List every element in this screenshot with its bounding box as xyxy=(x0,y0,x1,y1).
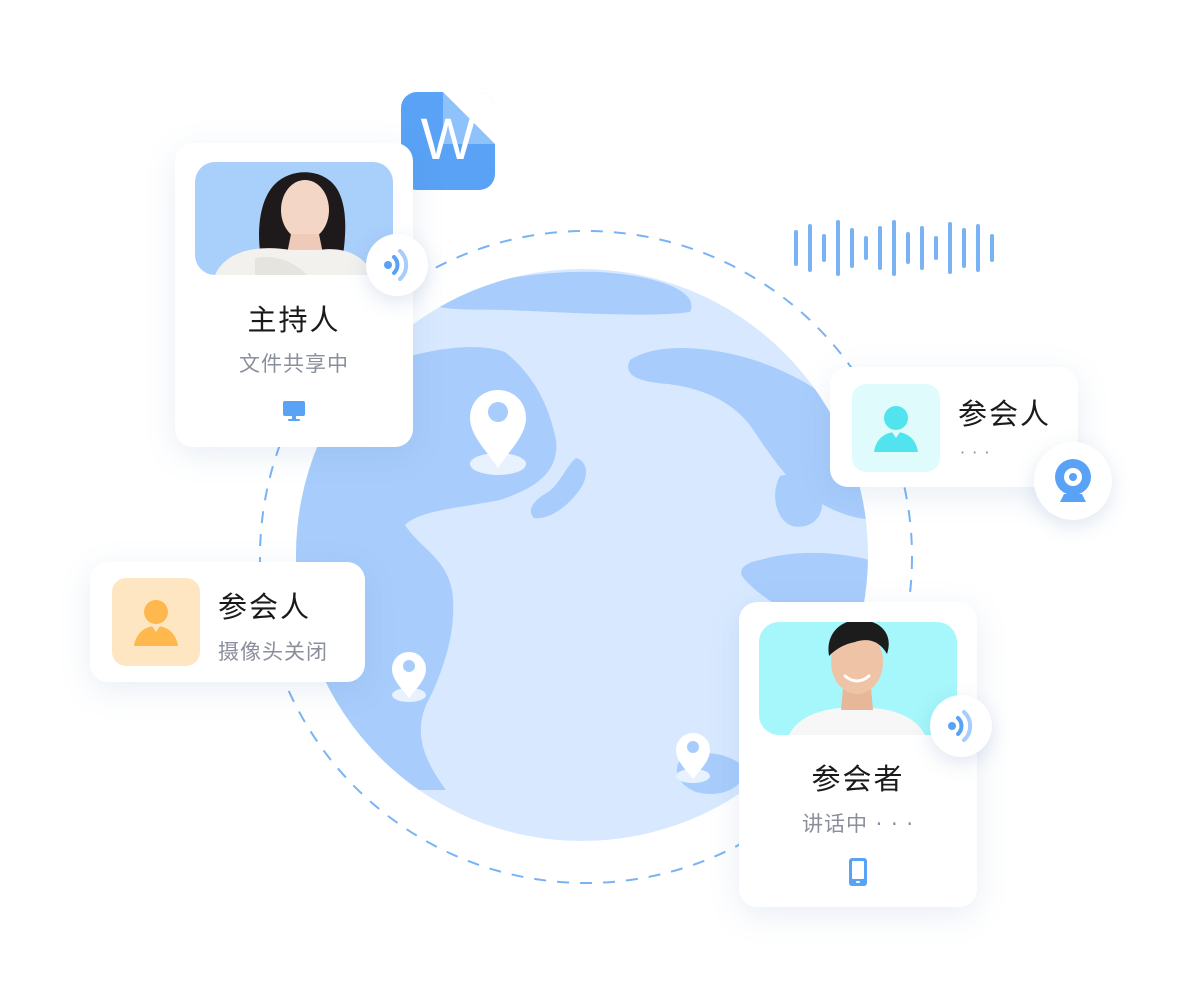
monitor-icon xyxy=(283,401,305,421)
participant-name: 参会人 xyxy=(218,590,312,624)
host-speaking-icon[interactable] xyxy=(366,234,428,296)
map-pin-icon xyxy=(392,652,426,702)
attendee-status: 讲话中 · · · xyxy=(801,812,915,836)
map-pin-icon xyxy=(470,390,526,475)
host-status: 文件共享中 xyxy=(239,352,349,376)
phone-icon xyxy=(849,858,867,886)
orbit-ring xyxy=(259,230,913,884)
attendee-name: 参会者 xyxy=(811,762,905,796)
participant-name: 参会人 xyxy=(958,397,1052,431)
host-avatar xyxy=(195,162,393,275)
attendee-avatar xyxy=(759,622,957,735)
map-pin-icon xyxy=(676,733,710,783)
soundwave-graphic xyxy=(794,220,994,276)
participant-card-left[interactable]: 参会人 摄像头关闭 xyxy=(90,562,365,682)
word-document-icon[interactable]: W xyxy=(401,92,495,190)
participant-status: · · · xyxy=(960,443,991,462)
attendee-speaking-icon[interactable] xyxy=(930,695,992,757)
host-name: 主持人 xyxy=(247,303,341,337)
participant-status: 摄像头关闭 xyxy=(218,640,328,664)
document-letter: W xyxy=(420,107,476,172)
attendee-card[interactable]: 参会者 讲话中 · · · xyxy=(739,602,977,907)
webcam-icon[interactable] xyxy=(1034,442,1112,520)
participant-avatar xyxy=(852,384,940,472)
host-card[interactable]: 主持人 文件共享中 xyxy=(175,143,413,447)
participant-avatar xyxy=(112,578,200,666)
